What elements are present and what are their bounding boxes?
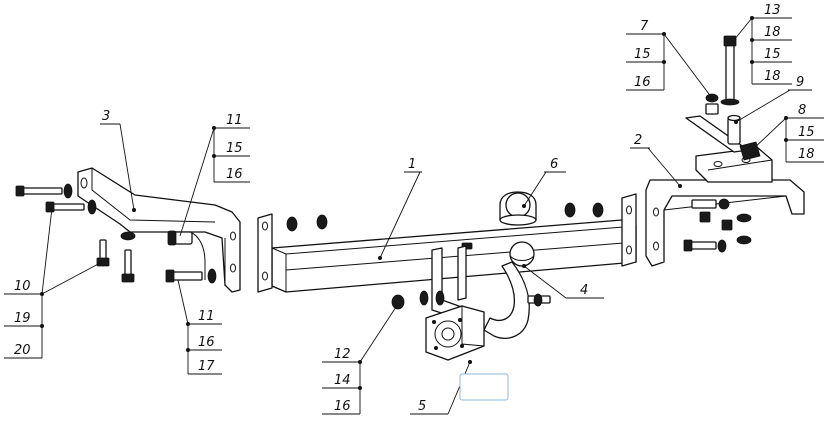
- callout-11a-sub-16: 16: [226, 167, 243, 182]
- left-fasteners: [15, 183, 217, 284]
- callout-11b-sub-17: 17: [198, 359, 215, 374]
- leader-lines: [4, 16, 824, 415]
- callout-7: 7: [640, 19, 649, 34]
- callout-8-sub-15: 15: [798, 125, 815, 140]
- top-right-hardware: [685, 35, 761, 161]
- callout-11a-sub-15: 15: [226, 141, 243, 156]
- callout-8: 8: [798, 103, 806, 118]
- callout-2: 2: [634, 133, 642, 148]
- callout-11a: 11: [226, 113, 243, 128]
- callout-12-sub-14: 14: [334, 373, 351, 388]
- callout-5: 5: [418, 399, 426, 414]
- callout-10-sub-19: 19: [14, 311, 31, 326]
- right-bracket: [645, 147, 805, 267]
- callout-7-sub-15: 15: [634, 47, 651, 62]
- callout-13-sub-18b: 18: [764, 69, 781, 84]
- callout-13-sub-18: 18: [764, 25, 781, 40]
- callout-8-sub-18: 18: [798, 147, 815, 162]
- left-bracket: [77, 167, 241, 293]
- callout-4: 4: [580, 283, 588, 298]
- callout-labels: 1 2 3 4 5 6 9 7 15 16 13 18 15 18 8 15 1…: [14, 3, 815, 414]
- callout-1: 1: [408, 157, 416, 172]
- callout-6: 6: [550, 157, 558, 172]
- callout-10: 10: [14, 279, 31, 294]
- callout-11b-sub-16: 16: [198, 335, 215, 350]
- main-crossbeam: [257, 193, 637, 293]
- callout-3: 3: [102, 109, 110, 124]
- callout-13-sub-15: 15: [764, 47, 781, 62]
- empty-label-box: [459, 373, 509, 401]
- callout-12-sub-16: 16: [334, 399, 351, 414]
- callout-7-sub-16: 16: [634, 75, 651, 90]
- callout-10-sub-20: 20: [14, 343, 31, 358]
- callout-12: 12: [334, 347, 351, 362]
- callout-9: 9: [796, 75, 804, 90]
- callout-13: 13: [764, 3, 781, 18]
- socket-plate: [391, 290, 485, 361]
- callout-11b: 11: [198, 309, 215, 324]
